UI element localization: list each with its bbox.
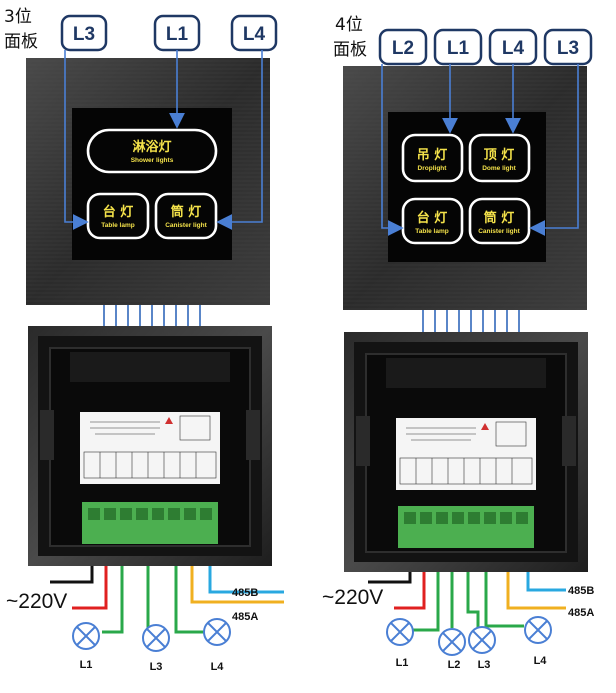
callout-l1: L1: [433, 28, 483, 66]
connector-pins: [422, 310, 520, 332]
connector-pins: [103, 305, 201, 327]
terminal-485b-label: 485B: [232, 587, 258, 599]
panel-position-label: 4位: [335, 15, 363, 35]
product-label: [80, 412, 220, 484]
arrow-l3: [529, 64, 579, 236]
485b-wire: [526, 572, 566, 592]
panel-3-gang: 3位 面板 淋浴灯 Shower lights 台 灯 Table lamp 筒…: [4, 7, 284, 673]
button-dome-light[interactable]: 顶 灯 Dome light: [468, 133, 531, 183]
lamp-icon: [386, 618, 414, 646]
callout-l3: L3: [543, 28, 593, 66]
button-label-en: Dome light: [482, 165, 516, 172]
button-label-cn: 台 灯: [103, 204, 134, 220]
lamp-label: L3: [478, 659, 491, 671]
button-label-en: Shower lights: [131, 157, 174, 164]
callout-l4: L4: [488, 28, 538, 66]
button-canister-light[interactable]: 筒 灯 Canister light: [468, 197, 531, 245]
button-label-cn: 淋浴灯: [132, 139, 171, 155]
voltage-label: ~220V: [6, 590, 67, 613]
svg-text:L2: L2: [392, 38, 414, 59]
lamp-icon: [72, 622, 100, 650]
terminal-485a-label: 485A: [568, 607, 594, 619]
button-label-cn: 吊 灯: [417, 147, 448, 163]
485a-wire: [506, 572, 566, 610]
button-label-cn: 筒 灯: [484, 210, 515, 226]
panel-type-label: 面板: [4, 32, 38, 52]
485a-wire: [190, 566, 284, 604]
lamp-l1-wire: [412, 572, 440, 632]
lamp-label: L1: [80, 659, 93, 671]
arrow-l3: [64, 50, 89, 230]
lamp-label: L2: [448, 659, 461, 671]
button-label-cn: 台 灯: [417, 210, 448, 226]
back-module: [28, 326, 272, 566]
live-wire: [394, 572, 426, 610]
button-droplight[interactable]: 吊 灯 Droplight: [401, 133, 464, 183]
lamp-icon: [468, 626, 496, 654]
terminal-485b-label: 485B: [568, 585, 594, 597]
neutral-wire: [50, 566, 94, 584]
button-label-cn: 顶 灯: [484, 147, 515, 163]
button-label-en: Canister light: [478, 228, 520, 235]
callout-l2: L2: [378, 28, 428, 66]
lamp-icon: [142, 624, 170, 652]
svg-text:L4: L4: [502, 38, 525, 59]
voltage-label: ~220V: [322, 586, 383, 609]
button-label-en: Canister light: [165, 222, 207, 229]
product-label: [396, 418, 536, 490]
svg-text:L1: L1: [166, 24, 189, 45]
button-canister-light[interactable]: 筒 灯 Canister light: [154, 192, 218, 240]
svg-text:L4: L4: [243, 24, 266, 45]
lamp-icon: [524, 616, 552, 644]
panel-type-label: 面板: [333, 40, 367, 60]
callout-l4: L4: [230, 14, 278, 52]
touch-glass: [388, 112, 546, 262]
back-module: [344, 332, 588, 572]
panel-position-label: 3位: [4, 7, 32, 27]
svg-text:L3: L3: [557, 38, 579, 59]
terminal-block: [82, 502, 218, 544]
button-shower-lights[interactable]: 淋浴灯 Shower lights: [86, 128, 218, 174]
lamp-icon: [203, 618, 231, 646]
lamp-label: L4: [534, 655, 548, 667]
lamp-l4-wire: [484, 572, 524, 628]
lamp-label: L1: [396, 657, 409, 669]
lamp-icon: [438, 628, 466, 656]
lamp-l3-wire: [466, 572, 480, 628]
button-label-cn: 筒 灯: [171, 204, 202, 220]
lamp-label: L4: [211, 661, 225, 673]
callout-l1: L1: [153, 14, 201, 52]
terminal-block: [398, 506, 534, 548]
wires: [368, 572, 566, 632]
svg-text:L1: L1: [447, 38, 470, 59]
callout-l3: L3: [60, 14, 108, 52]
485b-wire: [208, 566, 284, 594]
live-wire: [72, 566, 108, 610]
button-label-en: Droplight: [418, 165, 448, 172]
panel-4-gang: 4位 面板 吊 灯 Droplight 顶 灯 Dome light 台 灯 T…: [322, 15, 594, 671]
svg-text:L3: L3: [73, 24, 95, 45]
lamp-l4-wire: [174, 566, 204, 634]
wires: [50, 566, 284, 634]
arrow-l2: [381, 64, 404, 236]
terminal-485a-label: 485A: [232, 611, 258, 623]
lamp-label: L3: [150, 661, 163, 673]
lamp-l1-wire: [102, 566, 124, 634]
neutral-wire: [368, 572, 412, 584]
button-label-en: Table lamp: [415, 228, 449, 235]
arrow-l4: [216, 50, 263, 230]
button-label-en: Table lamp: [101, 222, 135, 229]
